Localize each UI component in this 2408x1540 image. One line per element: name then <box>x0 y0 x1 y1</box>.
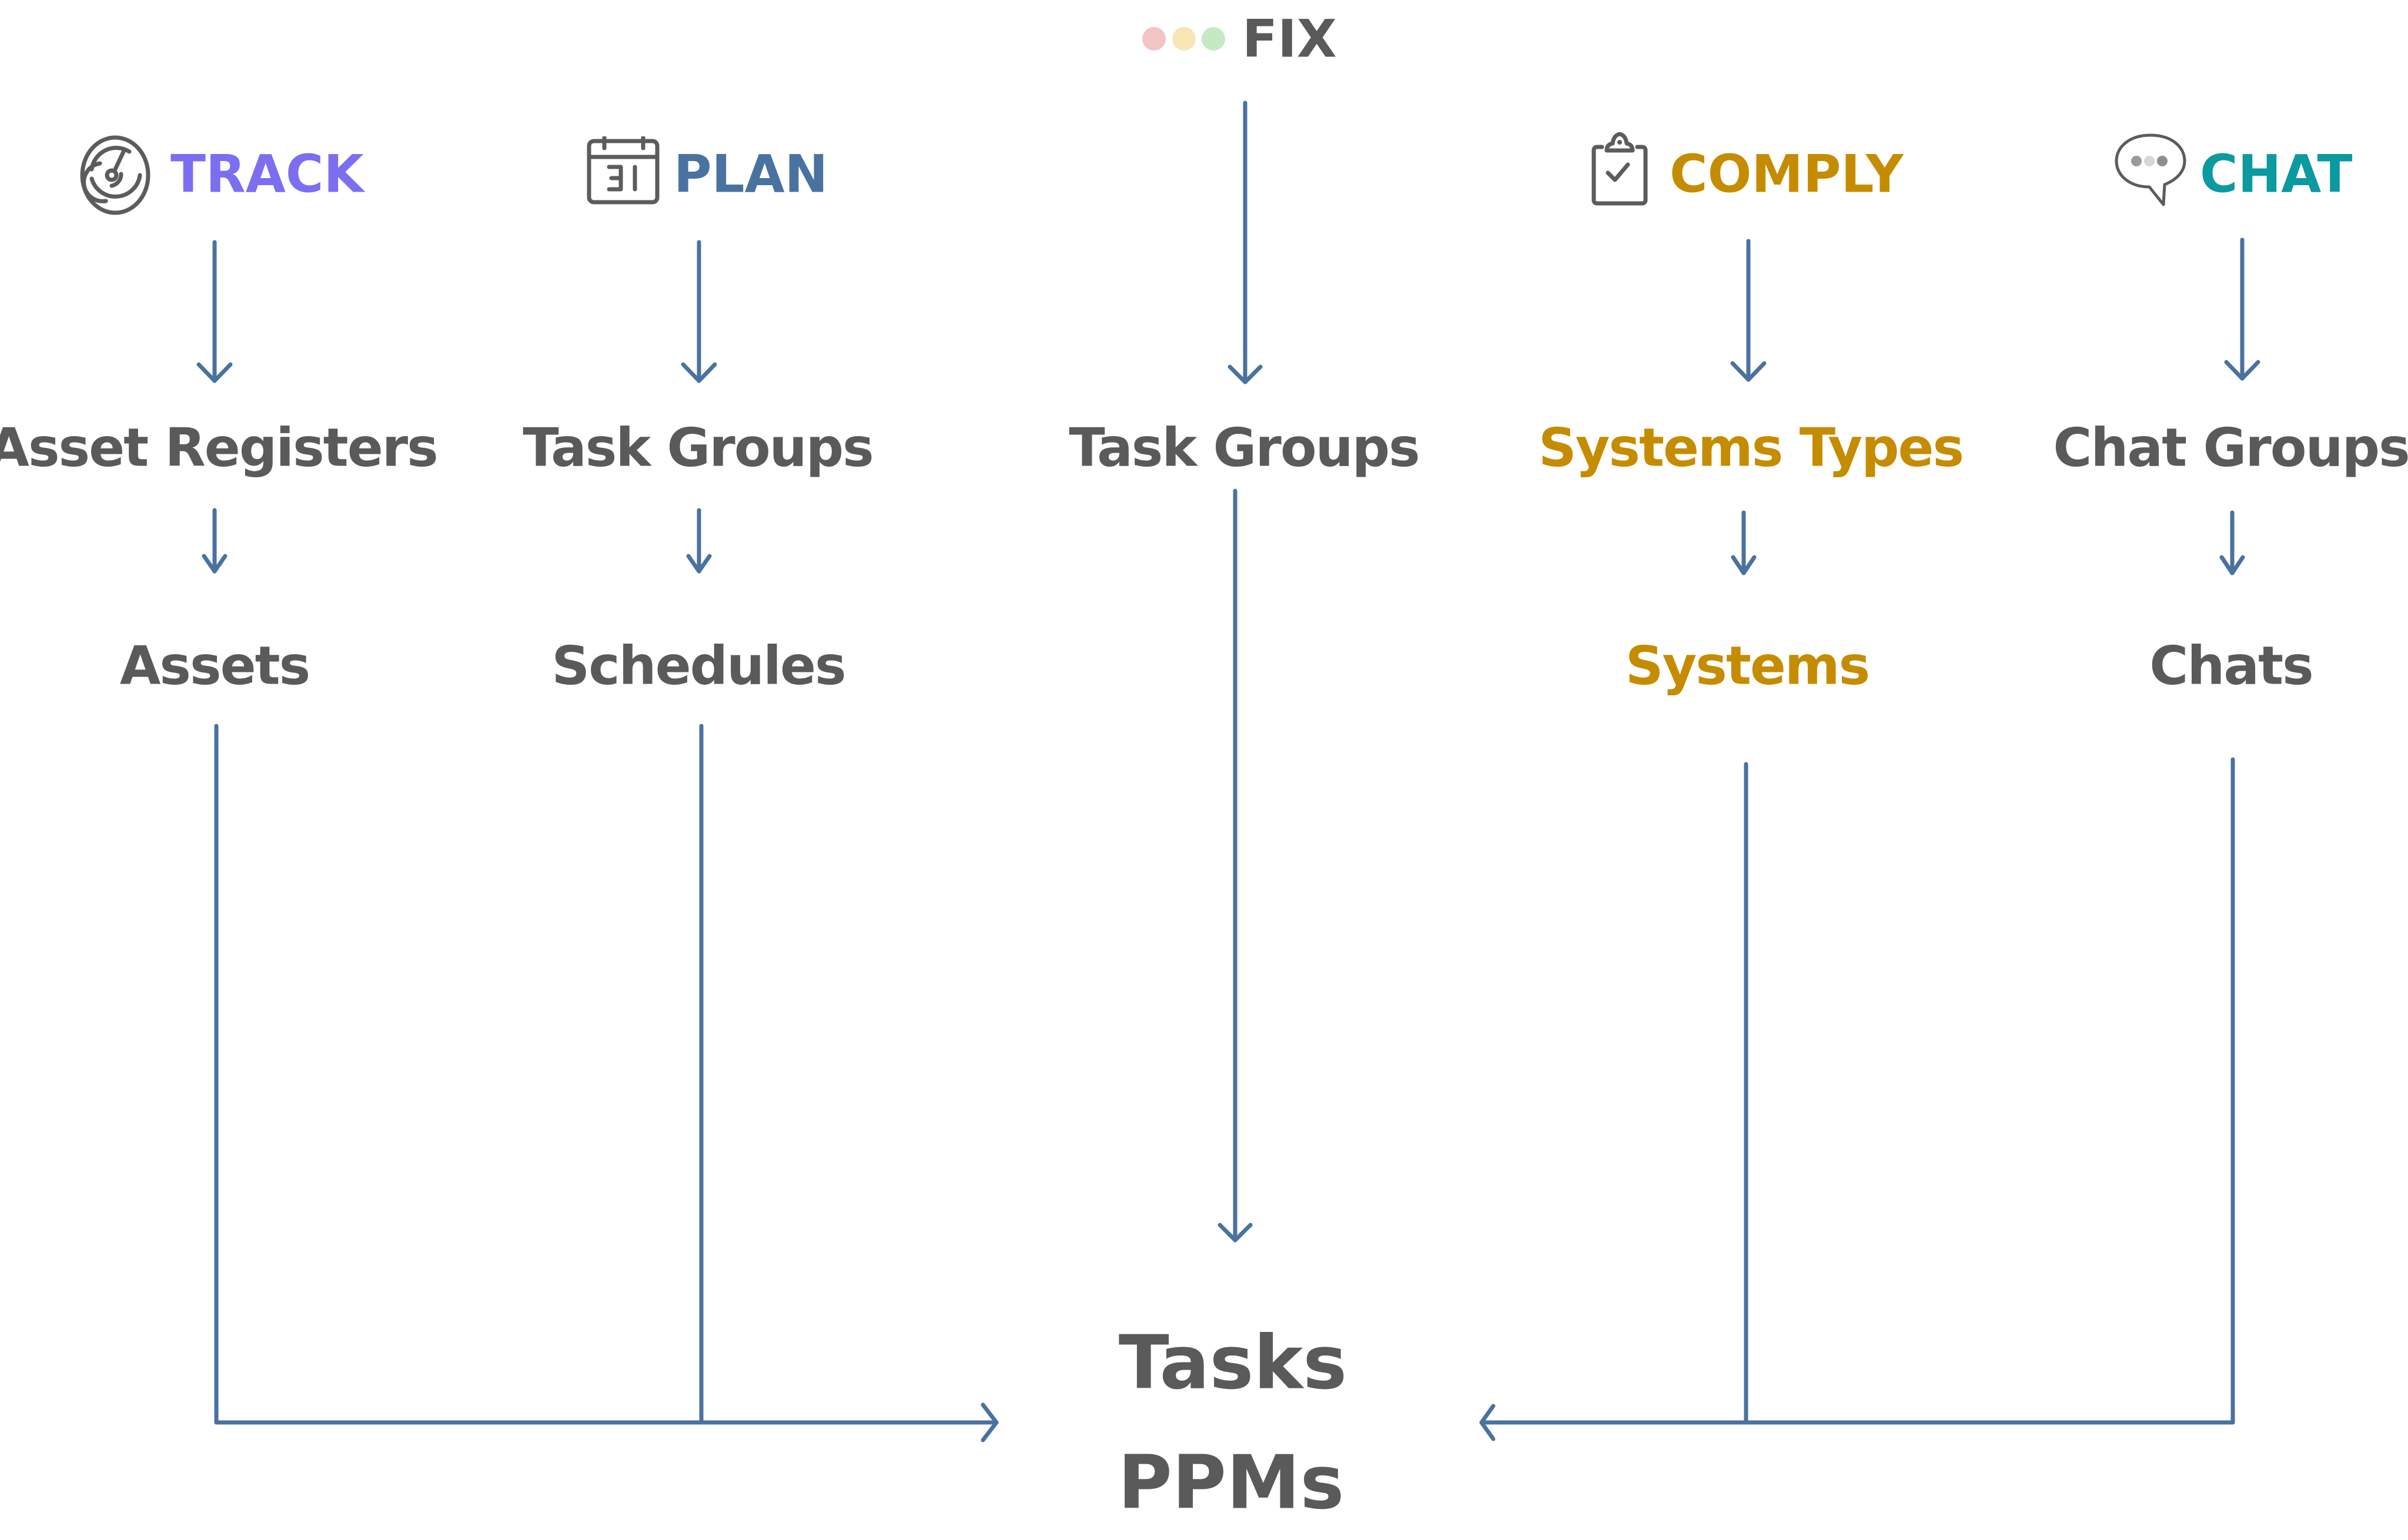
node-systems: Systems <box>1625 635 1870 697</box>
module-label-plan: PLAN <box>674 143 828 205</box>
arrow-comply-to-systems-types <box>1730 239 1767 382</box>
node-systems-types: Systems Types <box>1538 417 1964 479</box>
arrow-asset-registers-to-assets <box>202 508 228 574</box>
chat-bubble-icon <box>2115 133 2186 206</box>
fix-dot-red-icon <box>1142 27 1166 51</box>
arrow-chat-to-chat-groups <box>2224 237 2260 381</box>
connector-left-merge <box>214 724 999 1442</box>
module-label-fix: FIX <box>1242 8 1337 69</box>
node-plan-task-groups: Task Groups <box>523 417 874 479</box>
module-label-track: TRACK <box>170 143 364 205</box>
calendar-icon <box>587 136 660 205</box>
node-asset-registers: Asset Registers <box>0 417 439 479</box>
node-schedules: Schedules <box>551 635 846 697</box>
node-chat-groups: Chat Groups <box>2053 417 2408 479</box>
connector-right-merge <box>1479 757 2235 1441</box>
node-fix-task-groups: Task Groups <box>1069 417 1420 479</box>
node-chats: Chats <box>2149 635 2313 697</box>
arrow-fix-to-task-groups <box>1228 101 1263 384</box>
target-ppms: PPMs <box>1118 1439 1345 1526</box>
arrow-systems-types-to-systems <box>1731 510 1757 575</box>
fix-dot-yellow-icon <box>1172 27 1196 51</box>
arrow-task-groups-to-tasks <box>1218 488 1253 1243</box>
module-label-comply: COMPLY <box>1670 143 1904 205</box>
node-assets: Assets <box>119 635 310 697</box>
arrow-plan-to-task-groups <box>681 240 717 383</box>
arrow-task-groups-to-schedules <box>686 508 712 574</box>
clipboard-check-icon <box>1591 132 1648 206</box>
arrow-track-to-asset-registers <box>196 240 233 383</box>
arrow-chat-groups-to-chats <box>2219 510 2245 575</box>
fix-dot-green-icon <box>1202 27 1225 51</box>
module-label-chat: CHAT <box>2200 143 2353 205</box>
radar-icon <box>80 135 150 215</box>
target-tasks: Tasks <box>1118 1319 1347 1406</box>
